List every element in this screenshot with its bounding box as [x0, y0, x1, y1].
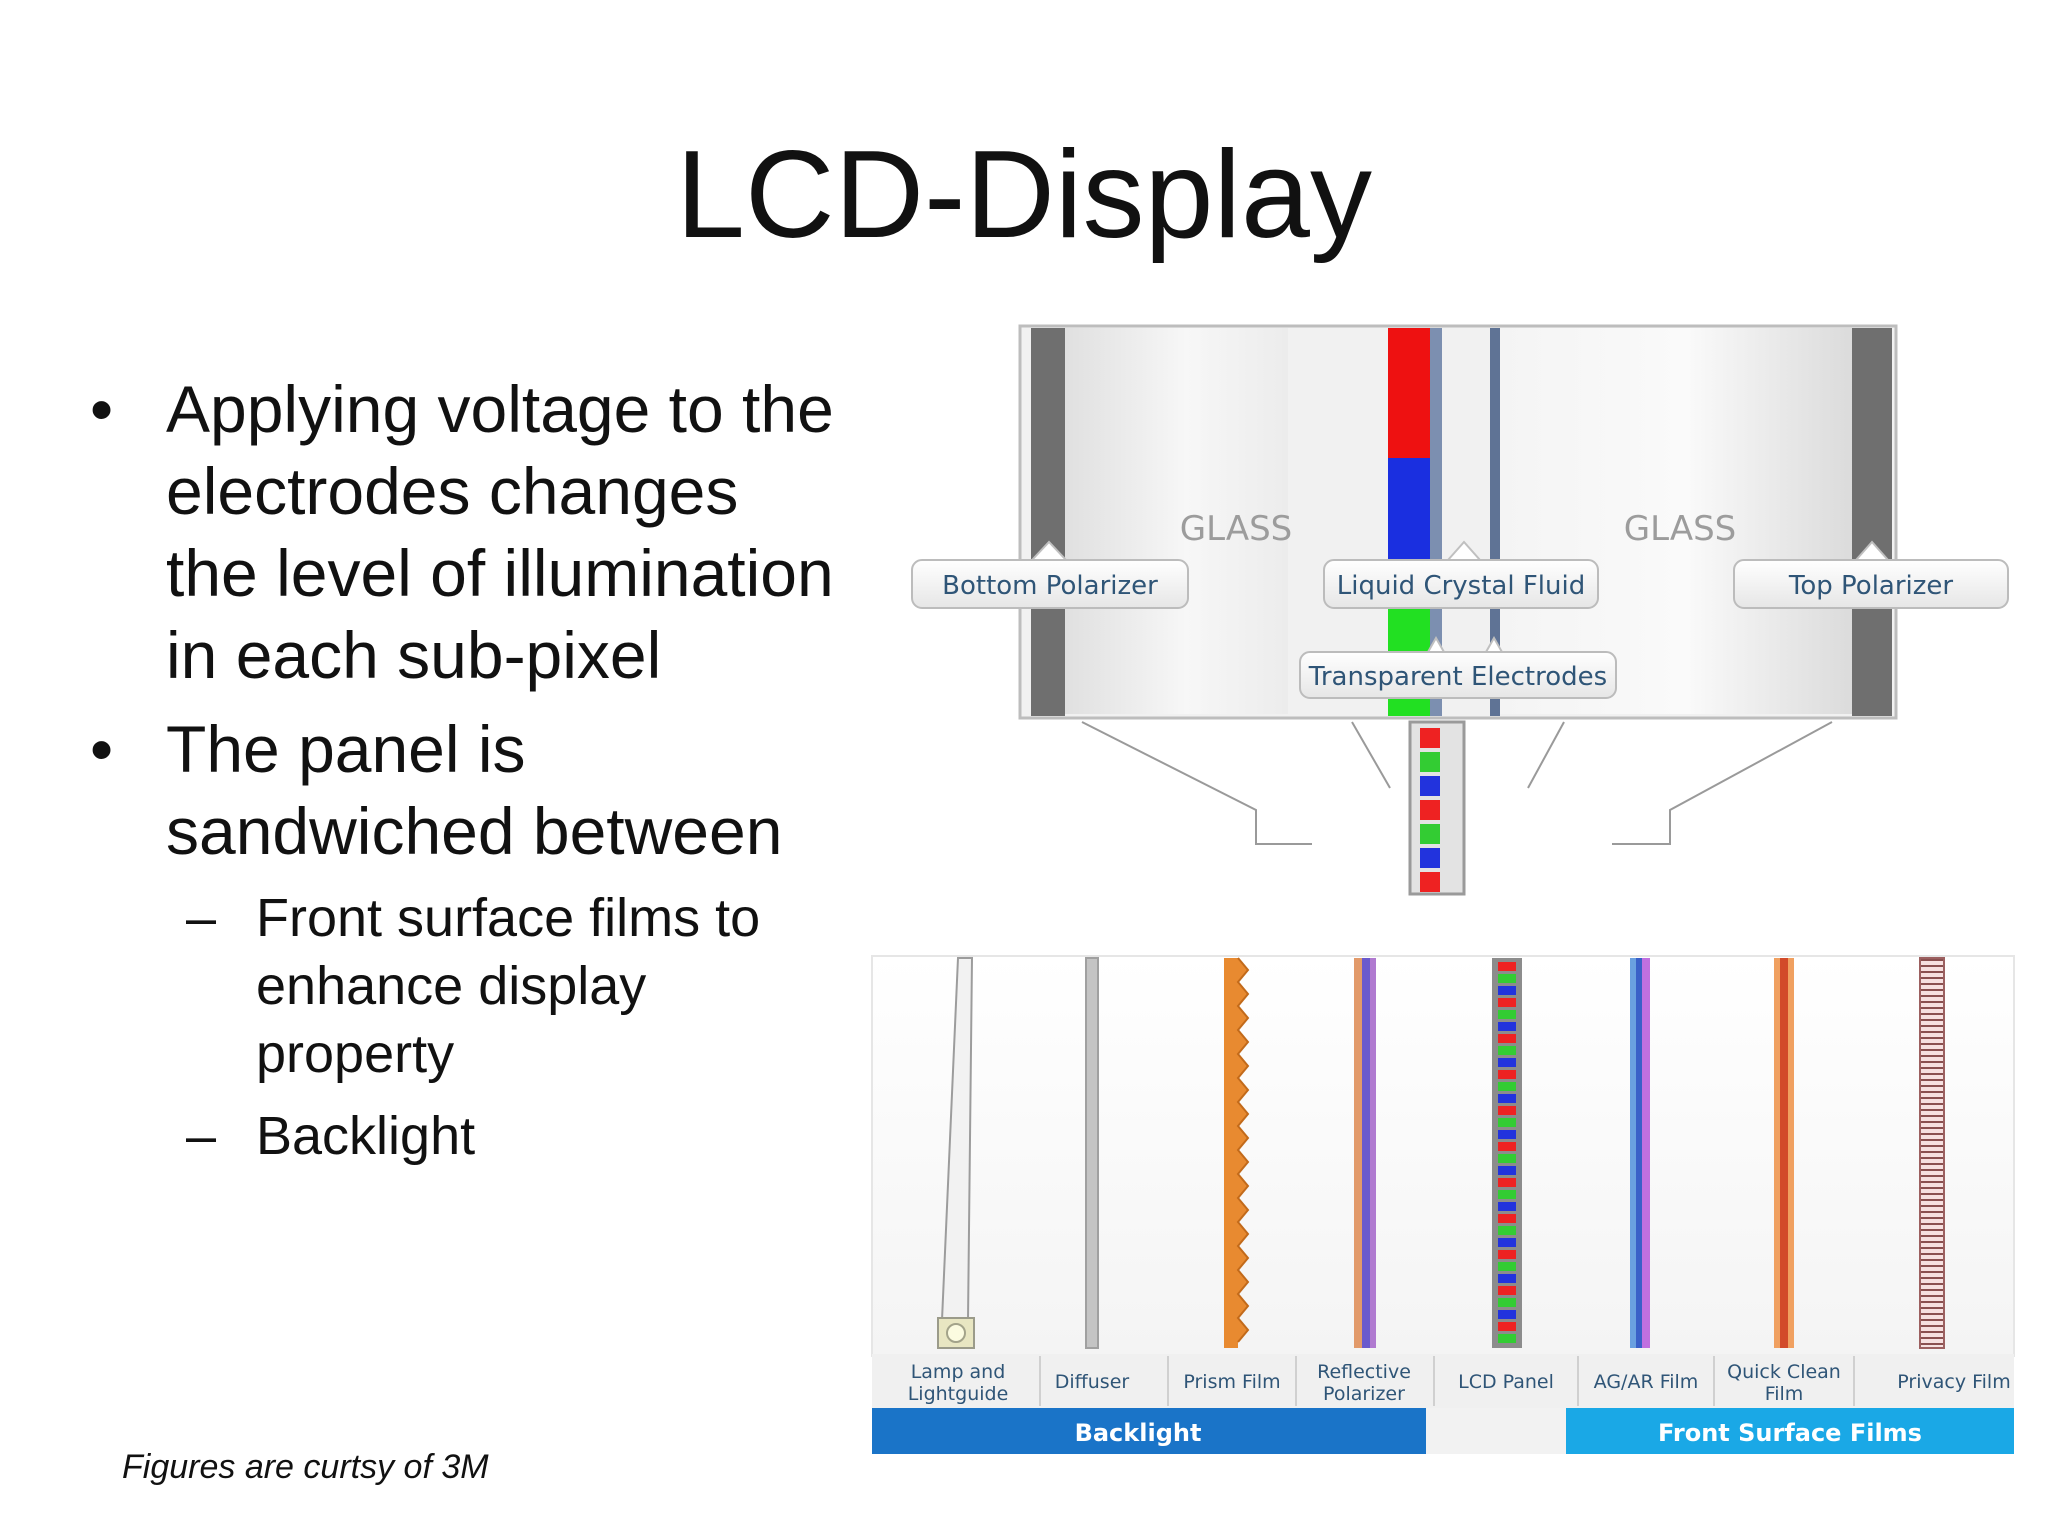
bottom-polarizer-layer: [1031, 328, 1065, 716]
glass-label-right: GLASS: [1624, 509, 1737, 549]
lcd-cross-section-figure: GLASS GLASS Bottom Polarizer Liquid Crys…: [900, 318, 2048, 898]
lcd-subpixel: [1498, 1274, 1516, 1283]
glass-right: [1494, 328, 1880, 714]
lcd-subpixel: [1498, 1298, 1516, 1307]
layer-label: LCD Panel: [1458, 1371, 1554, 1393]
lcd-subpixel: [1498, 1226, 1516, 1235]
layer-label: Reflective: [1317, 1361, 1411, 1383]
privacy-film-layer: [1919, 957, 1945, 1349]
lcd-subpixel: [1498, 986, 1516, 995]
layer-label: Quick Clean: [1727, 1361, 1841, 1383]
lcd-subpixel: [1498, 1106, 1516, 1115]
lcd-subpixel: [1498, 1070, 1516, 1079]
lcd-subpixel: [1498, 1058, 1516, 1067]
lcd-subpixel: [1498, 1118, 1516, 1127]
top-polarizer-layer: [1852, 328, 1892, 716]
bottom-polarizer-callout: Bottom Polarizer: [911, 540, 1189, 609]
svg-text:Liquid Crystal Fluid: Liquid Crystal Fluid: [1337, 571, 1585, 601]
lcd-panel-layer: [1492, 958, 1522, 1348]
lcd-subpixel: [1498, 1094, 1516, 1103]
backlight-group-label: Backlight: [1075, 1419, 1202, 1447]
bullet-item: Applying voltage to the electrodes chang…: [88, 368, 848, 696]
ag-ar-film-layer: [1630, 958, 1650, 1348]
electrode-left: [1430, 328, 1442, 716]
lcd-subpixel: [1498, 1010, 1516, 1019]
front-surface-films-group-bar: [1566, 1408, 2014, 1454]
lcd-subpixel: [1498, 1250, 1516, 1259]
svg-text:Transparent Electrodes: Transparent Electrodes: [1308, 662, 1607, 692]
lcd-subpixel: [1498, 974, 1516, 983]
lcd-subpixel: [1498, 1034, 1516, 1043]
lcd-subpixel: [1498, 1190, 1516, 1199]
lcd-subpixel: [1498, 1262, 1516, 1271]
prism-film-layer: [1224, 957, 1250, 1348]
slide-title: LCD-Display: [676, 126, 1372, 264]
lcd-subpixel: [1498, 1214, 1516, 1223]
lcd-subpixel: [1498, 1238, 1516, 1247]
lcd-subpixel: [1498, 1310, 1516, 1319]
zoom-lines: [1612, 721, 1833, 845]
layer-label: Privacy Film: [1897, 1371, 2010, 1393]
lcd-subpixel: [1498, 1022, 1516, 1031]
svg-text:Top Polarizer: Top Polarizer: [1788, 571, 1954, 601]
bullet-list: Applying voltage to the electrodes chang…: [88, 368, 848, 1184]
layer-label: Prism Film: [1183, 1371, 1280, 1393]
lcd-subpixel: [1498, 1082, 1516, 1091]
figure-credit: Figures are curtsy of 3M: [122, 1448, 489, 1486]
sub-bullet-item: Front surface films to enhance display p…: [186, 884, 816, 1088]
lcd-subpixel: [1498, 1130, 1516, 1139]
layer-label: Lightguide: [908, 1383, 1009, 1405]
layer-label: Lamp and: [911, 1361, 1006, 1383]
layer-label: AG/AR Film: [1594, 1371, 1699, 1393]
reflective-polarizer-layer: [1354, 958, 1376, 1348]
lcd-subpixel: [1498, 998, 1516, 1007]
lightguide-layer: [937, 957, 975, 1349]
lcd-subpixel: [1498, 1322, 1516, 1331]
top-polarizer-callout: Top Polarizer: [1733, 540, 2009, 609]
svg-text:Bottom Polarizer: Bottom Polarizer: [942, 571, 1158, 601]
bullet-item: The panel is sandwiched between: [88, 708, 848, 872]
zoomed-subpixels: [1420, 728, 1440, 892]
layer-label: Polarizer: [1323, 1383, 1405, 1405]
lcd-subpixel: [1498, 1286, 1516, 1295]
quick-clean-film-layer: [1774, 958, 1794, 1348]
lcd-subpixel: [1498, 1334, 1516, 1343]
lcd-subpixel: [1498, 1202, 1516, 1211]
transparent-electrodes-callout: Transparent Electrodes: [1299, 635, 1617, 699]
red-subpixel: [1388, 328, 1430, 458]
lcd-subpixel: [1498, 1046, 1516, 1055]
backlight-group-bar: [872, 1408, 1426, 1454]
front-surface-films-group-label: Front Surface Films: [1658, 1419, 1922, 1447]
layer-label: Film: [1765, 1383, 1804, 1405]
glass-label-left: GLASS: [1180, 509, 1293, 549]
layer-label: Diffuser: [1055, 1371, 1130, 1393]
zoom-lines: [1081, 721, 1312, 845]
glass-left: [1034, 328, 1288, 714]
lcd-subpixel: [1498, 1178, 1516, 1187]
lcd-subpixel: [1498, 962, 1516, 971]
sub-bullet-item: Backlight: [186, 1102, 816, 1170]
lcd-subpixel: [1498, 1142, 1516, 1151]
liquid-crystal-fluid-callout: Liquid Crystal Fluid: [1323, 540, 1599, 609]
diffuser-layer: [1085, 957, 1099, 1349]
lcd-subpixel: [1498, 1166, 1516, 1175]
lcd-subpixel: [1498, 1154, 1516, 1163]
electrode-right: [1490, 328, 1500, 716]
